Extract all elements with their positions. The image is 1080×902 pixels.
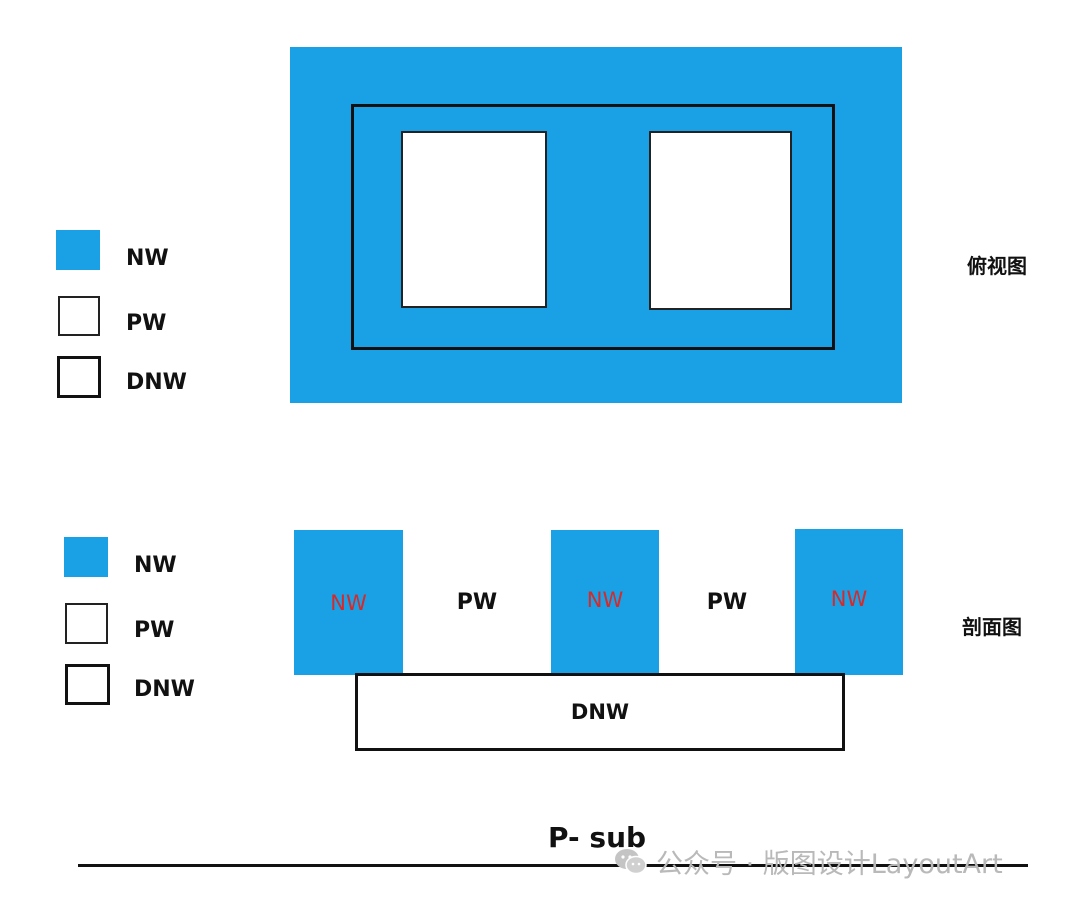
xs-legend-dnw-label: DNW: [134, 677, 195, 702]
xs-legend-pw-swatch: [65, 603, 108, 644]
xs-nw-middle: NW: [551, 530, 659, 675]
watermark: 公众号 · 版图设计LayoutArt: [614, 842, 1003, 881]
top-view-title: 俯视图: [967, 254, 1027, 278]
legend-nw-label: NW: [126, 246, 169, 271]
substrate-label: P- sub: [548, 821, 647, 854]
xs-nw-left-label: NW: [330, 590, 367, 615]
legend-pw-label: PW: [126, 311, 167, 336]
legend-dnw-swatch: [57, 356, 101, 398]
legend-dnw-label: DNW: [126, 370, 187, 395]
xs-pw-left: PW: [403, 530, 551, 675]
xs-legend-dnw-swatch: [65, 664, 110, 705]
top-view-pw-left: [401, 131, 547, 308]
substrate-line: [78, 864, 1028, 867]
xs-pw-right: PW: [659, 530, 795, 675]
wechat-icon: [614, 848, 648, 876]
xs-legend-pw-label: PW: [134, 618, 175, 643]
xs-nw-right-label: NW: [830, 587, 868, 611]
watermark-text: 公众号 · 版图设计LayoutArt: [656, 849, 1003, 880]
legend-nw-swatch: [56, 230, 100, 270]
xs-pw-left-label: PW: [456, 590, 498, 615]
xs-pw-right-label: PW: [706, 590, 748, 615]
xs-legend-nw-label: NW: [134, 553, 177, 578]
xs-dnw-label: DNW: [570, 700, 630, 724]
cross-section-title: 剖面图: [962, 615, 1022, 639]
top-view-dnw-outline: [351, 104, 835, 350]
top-view-pw-right: [649, 131, 792, 310]
legend-pw-swatch: [58, 296, 100, 336]
xs-nw-left: NW: [294, 530, 403, 675]
xs-dnw-region: DNW: [355, 673, 845, 751]
xs-nw-middle-label: NW: [586, 587, 624, 612]
xs-nw-right: NW: [795, 529, 903, 675]
xs-legend-nw-swatch: [64, 537, 108, 577]
